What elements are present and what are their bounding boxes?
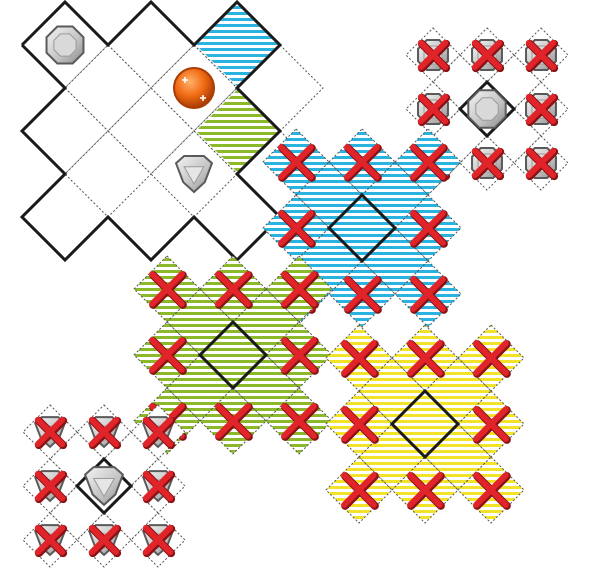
octagon-stone-icon: [47, 27, 84, 64]
octagon-stone-icon: [468, 90, 505, 127]
yellow-tile-pattern: [326, 325, 524, 523]
gem-stone-pattern: [23, 405, 185, 567]
orange-orb-icon: [174, 68, 214, 108]
